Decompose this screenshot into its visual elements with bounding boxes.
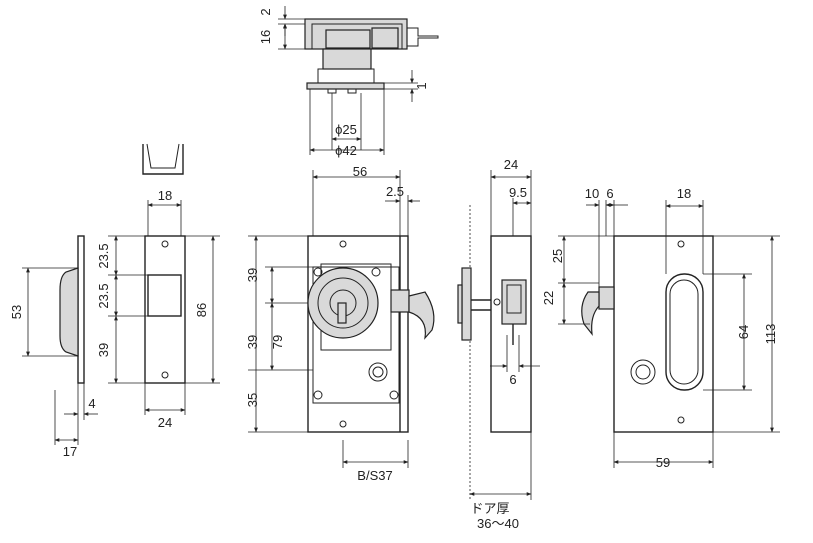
dim-handle-64: 64: [736, 325, 751, 339]
dim-side-6: 6: [509, 372, 516, 387]
dim-body-79: 79: [270, 335, 285, 349]
dim-strike-upper-a: 23.5: [96, 243, 111, 268]
dim-body-width: 56: [353, 164, 367, 179]
dim-handle-113: 113: [763, 324, 778, 345]
door-thickness-label: ドア厚: [470, 501, 509, 516]
dim-body-offset: 2.5: [386, 184, 404, 199]
dim-body-39-top: 39: [245, 268, 260, 282]
dim-handle-10: 10: [585, 186, 599, 201]
door-thickness-range: 36〜40: [477, 516, 519, 531]
dim-strike-width: 18: [158, 188, 172, 203]
dim-strike-side-height: 53: [9, 305, 24, 319]
dim-phi25: ϕ25: [335, 122, 357, 137]
dim-phi42: ϕ42: [335, 143, 357, 158]
handle-view: 10 6 18 25 22 64 113 59: [541, 186, 780, 470]
dim-handle-22: 22: [541, 291, 556, 305]
dim-strike-height: 86: [194, 303, 209, 317]
dim-handle-59: 59: [656, 455, 670, 470]
dim-strike-side-4: 4: [88, 396, 95, 411]
dim-strike-upper-b: 23.5: [96, 283, 111, 308]
dim-top-thickness: 2: [258, 8, 273, 15]
strike-box-profile: [142, 143, 184, 175]
dim-body-35: 35: [245, 393, 260, 407]
dim-strike-lower: 39: [96, 343, 111, 357]
dim-side-9-5: 9.5: [509, 185, 527, 200]
dim-top-height: 16: [258, 30, 273, 44]
top-view: 2 16 1 ϕ25 ϕ42: [258, 6, 439, 158]
side-view: 24 9.5 6 ドア厚 36〜40: [457, 157, 540, 531]
dim-strike-side-17: 17: [63, 444, 77, 459]
strike-side-view: 53 4 17: [9, 235, 98, 459]
dim-body-39-mid: 39: [245, 335, 260, 349]
dim-side-24: 24: [504, 157, 518, 172]
dim-handle-25: 25: [550, 249, 565, 263]
dim-handle-6: 6: [606, 186, 613, 201]
dim-strike-bottom: 24: [158, 415, 172, 430]
dim-handle-18: 18: [677, 186, 691, 201]
dim-top-side: 1: [414, 82, 429, 89]
label-backset: B/S37: [357, 468, 392, 483]
lock-body-view: 56 2.5 39 39 79 35 B/S37: [245, 164, 435, 483]
strike-plate-view: 18 23.5 23.5 39 86 24: [96, 188, 220, 430]
